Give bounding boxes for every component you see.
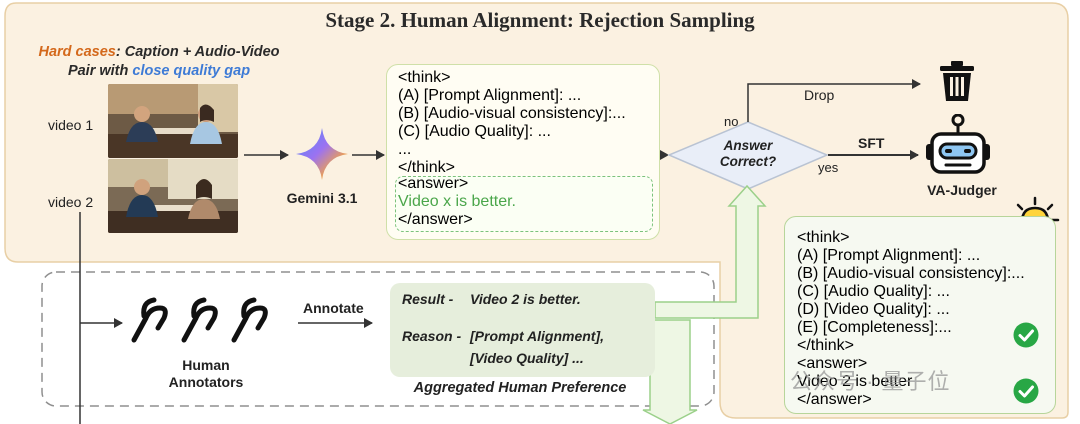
sft-label: SFT	[858, 135, 885, 151]
judge-answer-open: <answer>	[797, 355, 868, 372]
human-to-decision-hollow-arrow	[654, 184, 767, 319]
hard-cases-caption: Hard cases: Caption + Audio-Video Pair w…	[28, 43, 290, 81]
reason-line-2: [Video Quality] ...	[470, 350, 584, 366]
judge-line-e: (E) [Completeness]:...	[797, 319, 952, 336]
gemini-answer-open: <answer>	[398, 175, 469, 192]
human-panel	[41, 271, 715, 407]
judge-line-c: (C) [Audio Quality]: ...	[797, 283, 950, 300]
watermark: 公众号 · 量子位	[790, 369, 951, 394]
video2-label: video 2	[48, 194, 94, 210]
gemini-think-open: <think>	[398, 69, 451, 86]
gemini-output-lines: <think> (A) [Prompt Alignment]: ... (B) …	[398, 69, 626, 177]
no-label: no	[724, 114, 739, 129]
hard-cases-middle: : Caption + Audio-Video Pair with	[67, 44, 280, 79]
judge-think-close: </think>	[797, 337, 854, 354]
gemini-answer-lines: <answer> Video x is better. </answer>	[398, 175, 516, 229]
judge-output-box	[784, 216, 1056, 414]
judge-think-open: <think>	[797, 229, 850, 246]
judge-output-lines: <think> (A) [Prompt Alignment]: ... (B) …	[797, 229, 1025, 409]
gemini-line-a: (A) [Prompt Alignment]: ...	[398, 87, 582, 104]
trash-icon	[938, 60, 976, 107]
robot-icon	[924, 113, 990, 183]
decision-label: Answer Correct?	[719, 138, 777, 169]
gemini-answer-close: </answer>	[398, 211, 473, 228]
gemini-line-b: (B) [Audio-visual consistency]:...	[398, 105, 626, 122]
result-text: Video 2 is better.	[470, 291, 581, 307]
hard-cases-highlight: close quality gap	[132, 63, 251, 79]
gemini-answer-text: Video x is better.	[398, 193, 516, 210]
judge-line-a: (A) [Prompt Alignment]: ...	[797, 247, 981, 264]
reason-label: Reason -	[402, 328, 462, 344]
gemini-sparkle-icon	[294, 126, 350, 187]
judge-line-b: (B) [Audio-visual consistency]:...	[797, 265, 1025, 282]
video1-thumbnail	[108, 84, 238, 158]
drop-arrow	[747, 79, 921, 122]
judge-label: VA-Judger	[927, 182, 997, 198]
checkmark-icon	[1013, 378, 1039, 409]
stage-title: Stage 2. Human Alignment: Rejection Samp…	[325, 8, 755, 32]
judge-line-d: (D) [Video Quality]: ...	[797, 301, 950, 318]
video2-thumbnail	[108, 159, 238, 233]
drop-label: Drop	[804, 87, 835, 103]
gemini-ellipsis: ...	[398, 141, 412, 158]
human-annotator-icon	[128, 294, 286, 353]
human-annotators-label: Human Annotators	[168, 357, 244, 390]
judge-answer-text: Video 2 is better	[797, 373, 913, 390]
reason-line-1: [Prompt Alignment],	[470, 328, 605, 344]
video1-label: video 1	[48, 117, 94, 133]
gemini-label: Gemini 3.1	[286, 190, 358, 206]
gemini-think-close: </think>	[398, 159, 455, 176]
human-preference-box	[390, 283, 655, 377]
judge-answer-close: </answer>	[797, 391, 872, 408]
gemini-answer-box	[395, 176, 653, 232]
result-label: Result -	[402, 291, 454, 307]
hard-cases-prefix: Hard cases	[38, 44, 116, 60]
human-preference-caption: Aggregated Human Preference	[413, 380, 627, 396]
gemini-line-c: (C) [Audio Quality]: ...	[398, 123, 551, 140]
checkmark-icon	[1013, 322, 1039, 353]
yes-label: yes	[818, 160, 839, 175]
annotate-label: Annotate	[303, 300, 364, 316]
